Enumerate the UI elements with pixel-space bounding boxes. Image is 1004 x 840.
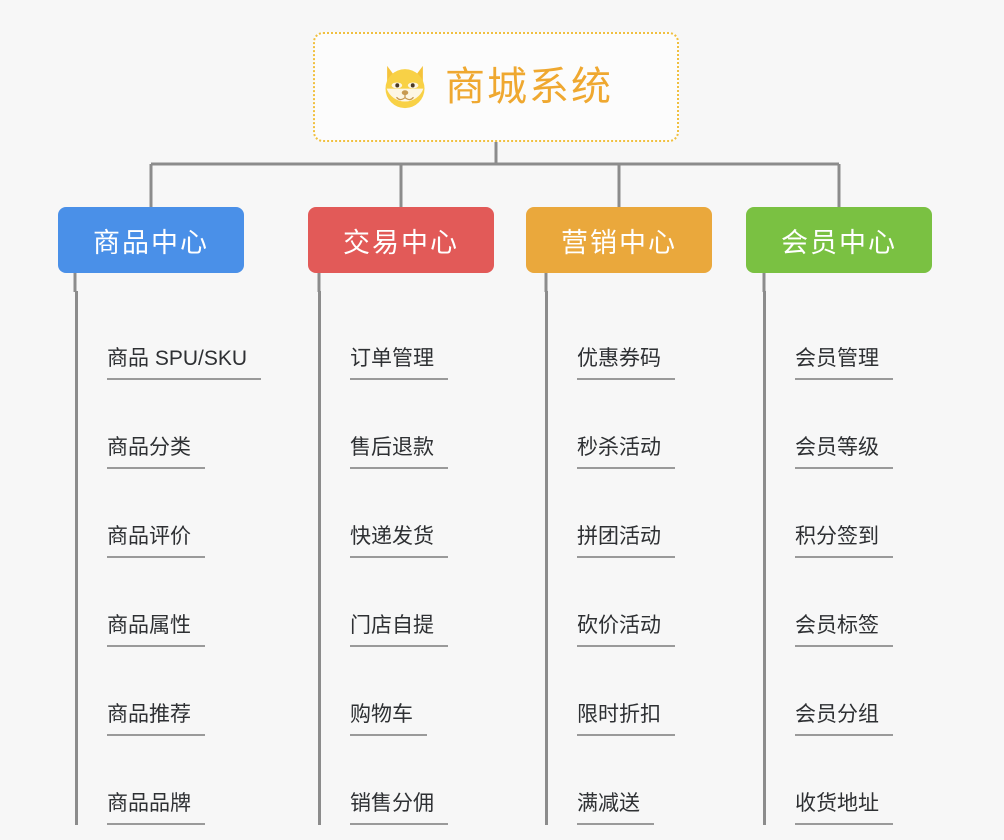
sub-item-label: 门店自提 (350, 615, 448, 647)
sub-item[interactable]: 砍价活动 (545, 558, 675, 647)
sub-item-label: 商品分类 (107, 437, 205, 469)
sub-item-label: 销售分佣 (350, 793, 448, 825)
sub-item[interactable]: 收货地址 (763, 736, 893, 825)
sub-item-list-2: 优惠券码 秒杀活动 拼团活动 砍价活动 限时折扣 满减送 (545, 291, 675, 825)
sub-item-label: 快递发货 (350, 526, 448, 558)
sub-list-spine-2 (545, 291, 548, 825)
sub-item[interactable]: 商品属性 (75, 558, 261, 647)
sub-item[interactable]: 购物车 (318, 647, 448, 736)
sub-item-label: 限时折扣 (577, 704, 675, 736)
sub-item-label: 商品品牌 (107, 793, 205, 825)
sub-item[interactable]: 会员分组 (763, 647, 893, 736)
category-label-3: 会员中心 (781, 227, 897, 258)
sub-item-label: 商品评价 (107, 526, 205, 558)
category-label-2: 营销中心 (561, 227, 677, 258)
category-label-0: 商品中心 (93, 227, 209, 258)
sub-item[interactable]: 售后退款 (318, 380, 448, 469)
sub-item-label: 会员标签 (795, 615, 893, 647)
sub-item-label: 售后退款 (350, 437, 448, 469)
root-node[interactable]: 商城系统 (313, 32, 679, 142)
sub-item[interactable]: 销售分佣 (318, 736, 448, 825)
sub-item[interactable]: 优惠券码 (545, 291, 675, 380)
category-box-1[interactable]: 交易中心 (308, 207, 494, 273)
sub-item-label: 购物车 (350, 704, 427, 736)
sub-item-list-3: 会员管理 会员等级 积分签到 会员标签 会员分组 收货地址 (763, 291, 893, 825)
sub-item-list-0: 商品 SPU/SKU 商品分类 商品评价 商品属性 商品推荐 商品品牌 (75, 291, 262, 825)
sub-item[interactable]: 商品 SPU/SKU (75, 291, 262, 380)
category-label-1: 交易中心 (343, 227, 459, 258)
sub-item[interactable]: 订单管理 (318, 291, 448, 380)
sub-item-label: 订单管理 (350, 348, 448, 380)
sub-item-label: 商品属性 (107, 615, 205, 647)
sub-item-label: 砍价活动 (577, 615, 675, 647)
sub-item[interactable]: 会员管理 (763, 291, 893, 380)
sub-item[interactable]: 会员标签 (763, 558, 893, 647)
category-box-3[interactable]: 会员中心 (746, 207, 932, 273)
sub-item-list-1: 订单管理 售后退款 快递发货 门店自提 购物车 销售分佣 (318, 291, 448, 825)
sub-item[interactable]: 拼团活动 (545, 469, 675, 558)
sub-item[interactable]: 商品推荐 (75, 647, 261, 736)
sub-item-label: 会员分组 (795, 704, 893, 736)
category-column-2: 营销中心 (526, 207, 712, 273)
sub-list-spine-0 (75, 291, 78, 825)
sub-item[interactable]: 满减送 (545, 736, 675, 825)
sub-item[interactable]: 会员等级 (763, 380, 893, 469)
category-column-3: 会员中心 (746, 207, 932, 273)
sub-item[interactable]: 限时折扣 (545, 647, 675, 736)
sub-item[interactable]: 商品品牌 (75, 736, 261, 825)
sub-item-label: 优惠券码 (577, 348, 675, 380)
sub-item-label: 商品 SPU/SKU (107, 348, 262, 380)
sub-item[interactable]: 商品分类 (75, 380, 261, 469)
sub-item-label: 收货地址 (795, 793, 893, 825)
category-column-0: 商品中心 (58, 207, 244, 273)
category-column-1: 交易中心 (308, 207, 494, 273)
sub-item-label: 拼团活动 (577, 526, 675, 558)
sub-item-label: 满减送 (577, 793, 654, 825)
sub-item[interactable]: 商品评价 (75, 469, 261, 558)
sub-item[interactable]: 快递发货 (318, 469, 448, 558)
sub-item-label: 会员等级 (795, 437, 893, 469)
sub-item-label: 会员管理 (795, 348, 893, 380)
shiba-dog-face-icon (385, 65, 425, 110)
sub-list-spine-1 (318, 291, 321, 825)
category-box-2[interactable]: 营销中心 (526, 207, 712, 273)
root-title: 商城系统 (445, 65, 613, 109)
sub-list-spine-3 (763, 291, 766, 825)
sub-item-label: 秒杀活动 (577, 437, 675, 469)
sub-item-label: 商品推荐 (107, 704, 205, 736)
sub-item[interactable]: 秒杀活动 (545, 380, 675, 469)
sub-item-label: 积分签到 (795, 526, 893, 558)
sub-item[interactable]: 门店自提 (318, 558, 448, 647)
category-box-0[interactable]: 商品中心 (58, 207, 244, 273)
sub-item[interactable]: 积分签到 (763, 469, 893, 558)
